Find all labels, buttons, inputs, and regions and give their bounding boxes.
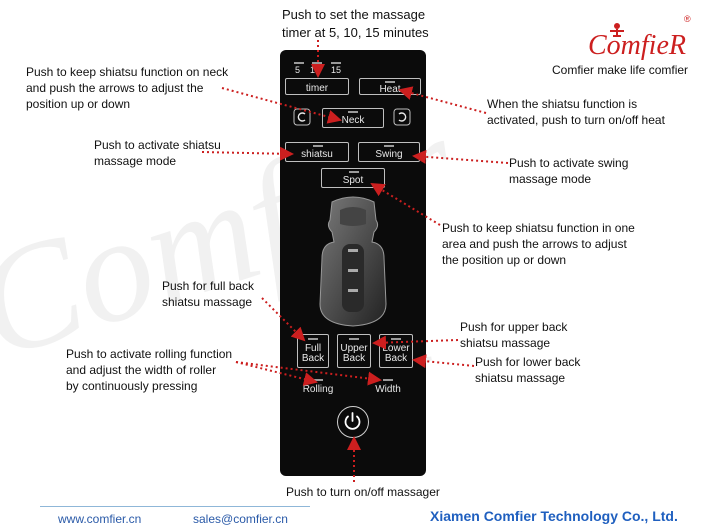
swing-button-label: Swing (375, 149, 402, 160)
full-back-label-2: Back (298, 354, 328, 364)
swing-led (384, 145, 394, 147)
width-button[interactable]: Width (360, 376, 416, 396)
upper-back-button[interactable]: Upper Back (337, 334, 371, 368)
logo-registered: ® (684, 14, 691, 24)
timer-value-15: 15 (331, 65, 341, 75)
annotation-line: position up or down (26, 96, 228, 112)
annotation-line: shiatsu massage (475, 370, 580, 386)
neck-left-arrow-button[interactable] (293, 108, 311, 128)
spot-button-label: Spot (343, 175, 364, 186)
annotation-line: by continuously pressing (66, 378, 232, 394)
timer-led-5 (294, 62, 304, 64)
annotation-line: timer at 5, 10, 15 minutes (282, 24, 429, 42)
annotation-power: Push to turn on/off massager (286, 484, 440, 500)
annotation-line: the position up or down (442, 252, 635, 268)
heat-led (385, 81, 395, 83)
shiatsu-button-label: shiatsu (301, 149, 333, 160)
annotation-line: Push for lower back (475, 354, 580, 370)
timer-value-5: 5 (295, 65, 300, 75)
spot-button[interactable]: Spot (321, 168, 385, 188)
annotation-line: massage mode (509, 171, 628, 187)
swing-button[interactable]: Swing (358, 142, 420, 162)
footer-divider (40, 506, 310, 507)
upper-back-label-2: Back (338, 354, 370, 364)
power-icon (338, 407, 367, 436)
neck-right-arrow-button[interactable] (393, 108, 411, 128)
rotate-right-icon (393, 108, 411, 126)
massage-seat-icon (310, 194, 396, 332)
shiatsu-button[interactable]: shiatsu (285, 142, 349, 162)
neck-button[interactable]: Neck (322, 108, 384, 128)
timer-value-10: 10 (310, 65, 320, 75)
annotation-lower-back: Push for lower back shiatsu massage (475, 354, 580, 386)
neck-led (348, 111, 358, 113)
spot-led (349, 171, 359, 173)
full-back-button[interactable]: Full Back (297, 334, 329, 368)
footer-website[interactable]: www.comfier.cn (58, 512, 141, 526)
annotation-line: Push for upper back (460, 319, 567, 335)
annotation-line: and push the arrows to adjust the (26, 80, 228, 96)
annotation-line: Push for full back (162, 278, 254, 294)
annotation-line: and adjust the width of roller (66, 362, 232, 378)
annotation-line: activated, push to turn on/off heat (487, 112, 665, 128)
annotation-line: Push to activate swing (509, 155, 628, 171)
shiatsu-led (313, 145, 323, 147)
logo-brand: ComfieR (588, 30, 686, 62)
footer-email[interactable]: sales@comfier.cn (193, 512, 288, 526)
annotation-shiatsu: Push to activate shiatsu massage mode (94, 137, 221, 169)
annotation-timer: Push to set the massage timer at 5, 10, … (282, 6, 429, 42)
remote-control: 5 10 15 timer Heat Neck shiatsu Swing Sp… (280, 50, 426, 476)
annotation-line: Push to activate rolling function (66, 346, 232, 362)
timer-led-10 (312, 62, 322, 64)
neck-button-label: Neck (342, 115, 365, 126)
annotation-swing: Push to activate swing massage mode (509, 155, 628, 187)
annotation-line: Push to keep shiatsu function on neck (26, 64, 228, 80)
lower-back-label-2: Back (380, 354, 412, 364)
heat-button[interactable]: Heat (359, 78, 421, 95)
annotation-upper-back: Push for upper back shiatsu massage (460, 319, 567, 351)
footer-company: Xiamen Comfier Technology Co., Ltd. (430, 508, 678, 524)
upper-back-led (349, 338, 359, 340)
seat-illustration (310, 194, 396, 332)
width-button-label: Width (375, 384, 401, 395)
annotation-full-back: Push for full back shiatsu massage (162, 278, 254, 310)
power-button[interactable] (337, 406, 369, 438)
annotation-line: massage mode (94, 153, 221, 169)
annotation-line: shiatsu massage (162, 294, 254, 310)
heat-button-label: Heat (379, 84, 400, 95)
rolling-button[interactable]: Rolling (290, 376, 346, 396)
annotation-spot: Push to keep shiatsu function in one are… (442, 220, 635, 268)
annotation-neck: Push to keep shiatsu function on neck an… (26, 64, 228, 112)
annotation-line: Push to turn on/off massager (286, 484, 440, 500)
rotate-left-icon (293, 108, 311, 126)
annotation-rolling: Push to activate rolling function and ad… (66, 346, 232, 394)
comfier-logo: ComfieR ® (584, 20, 694, 64)
width-led (383, 379, 393, 381)
annotation-line: Push to activate shiatsu (94, 137, 221, 153)
rolling-led (313, 379, 323, 381)
annotation-line: shiatsu massage (460, 335, 567, 351)
rolling-button-label: Rolling (303, 384, 334, 395)
timer-led-15 (331, 62, 341, 64)
timer-button-label: timer (306, 83, 328, 94)
annotation-line: Push to keep shiatsu function in one (442, 220, 635, 236)
full-back-led (308, 338, 318, 340)
lower-back-button[interactable]: Lower Back (379, 334, 413, 368)
annotation-line: Push to set the massage (282, 6, 429, 24)
annotation-line: area and push the arrows to adjust (442, 236, 635, 252)
logo-slogan: Comfier make life comfier (552, 62, 688, 78)
annotation-line: When the shiatsu function is (487, 96, 665, 112)
annotation-heat: When the shiatsu function is activated, … (487, 96, 665, 128)
lower-back-led (391, 338, 401, 340)
timer-button[interactable]: timer (285, 78, 349, 95)
